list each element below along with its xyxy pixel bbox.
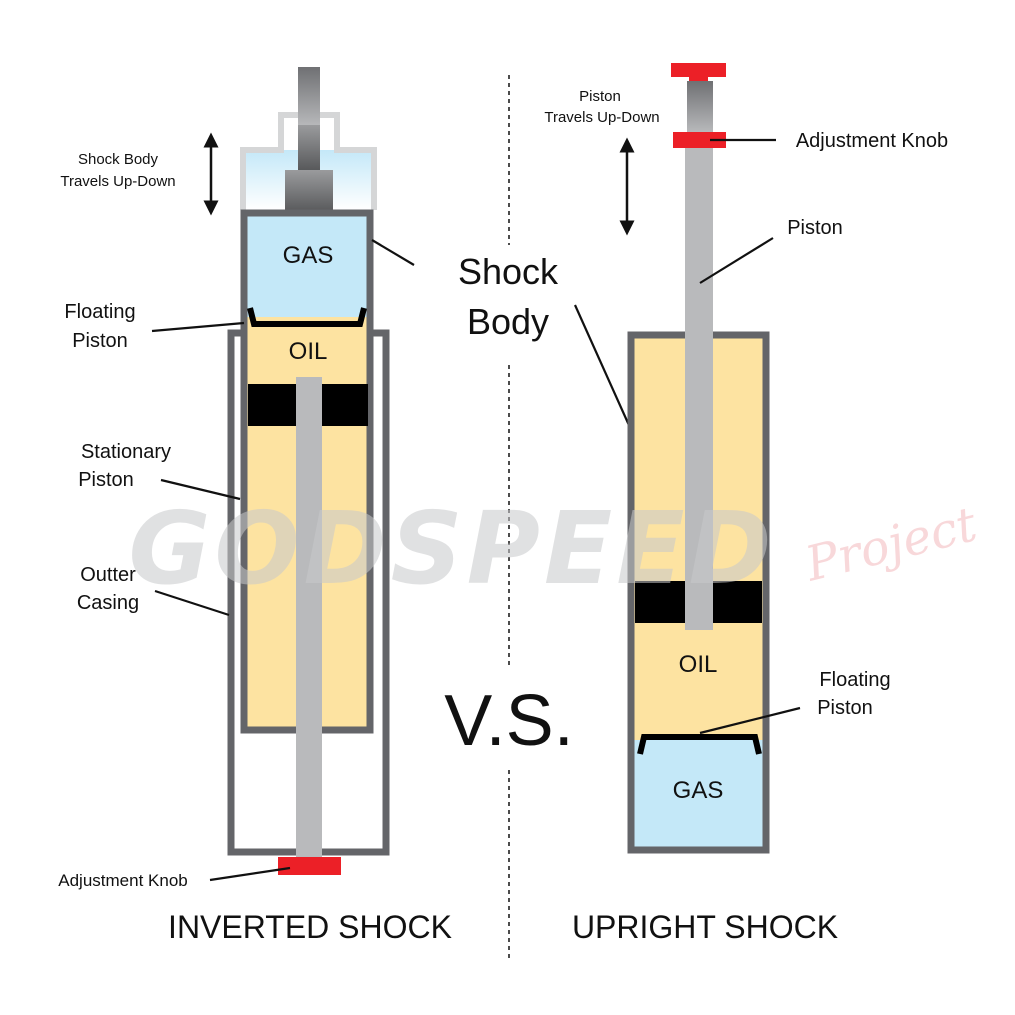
upright-oil-label: OIL bbox=[679, 651, 718, 678]
upright-adjustment-knob-label: Adjustment Knob bbox=[796, 130, 948, 152]
outter-casing-leader bbox=[154, 589, 230, 617]
upright-top-cap bbox=[671, 63, 726, 77]
upright-shock-title: UPRIGHT SHOCK bbox=[572, 909, 838, 945]
upright-gas-chamber bbox=[631, 740, 766, 850]
outter-casing-label-line1: Outter bbox=[80, 564, 136, 586]
stationary-piston-leader bbox=[160, 478, 241, 501]
upright-shock: Piston Travels Up-Down Adjustment Knob P… bbox=[544, 63, 948, 945]
inverted-floating-piston bbox=[247, 307, 367, 327]
inverted-shock: Shock Body Travels Up-Down GAS OIL Float… bbox=[58, 67, 452, 945]
upright-floating-piston-leader bbox=[699, 706, 801, 735]
stationary-piston-label-line1: Stationary bbox=[81, 441, 171, 463]
shock-body-label-line2: Body bbox=[467, 301, 549, 342]
inverted-adjustment-knob-leader bbox=[209, 866, 291, 882]
upright-travel-label-line2: Travels Up-Down bbox=[544, 109, 659, 126]
shock-body-leader-left bbox=[371, 239, 415, 266]
upright-piston-seal-right bbox=[712, 581, 762, 623]
inverted-top-stem-base bbox=[298, 125, 320, 170]
inverted-adjustment-knob bbox=[278, 857, 341, 875]
upright-piston-seal-left bbox=[635, 581, 685, 623]
inverted-floating-piston-label-line1: Floating bbox=[64, 301, 135, 323]
watermark-brand: GODSPEED bbox=[128, 490, 775, 607]
shock-body-leader-right bbox=[573, 304, 634, 433]
upright-top-stem bbox=[687, 81, 713, 133]
inverted-travel-label-line1: Shock Body bbox=[78, 151, 159, 168]
inverted-gas-label: GAS bbox=[283, 242, 334, 269]
inverted-top-stem bbox=[298, 67, 320, 127]
vs-label: V.S. bbox=[444, 681, 573, 761]
inverted-piston-rod bbox=[296, 377, 322, 861]
upright-piston-rod bbox=[685, 140, 713, 630]
upright-piston-leader bbox=[699, 237, 774, 284]
floating-piston-leader bbox=[151, 321, 245, 333]
inverted-top-mount-block bbox=[285, 170, 333, 212]
upright-floating-piston-label-line1: Floating bbox=[819, 669, 890, 691]
shared-labels: Shock Body V.S. bbox=[371, 239, 634, 761]
watermark-sub: Project bbox=[799, 496, 983, 593]
upright-top-cap-stem bbox=[689, 77, 708, 81]
shock-body-label-line1: Shock bbox=[458, 251, 559, 292]
inverted-travel-label-line2: Travels Up-Down bbox=[60, 173, 175, 190]
inverted-shock-title: INVERTED SHOCK bbox=[168, 909, 452, 945]
godspeed-watermark: GODSPEED Project bbox=[128, 490, 982, 607]
stationary-piston-seal-left bbox=[248, 384, 296, 426]
inverted-gas-chamber bbox=[244, 213, 370, 317]
upright-floating-piston bbox=[637, 734, 762, 755]
upright-floating-piston-label-line2: Piston bbox=[817, 697, 873, 719]
inverted-oil-label: OIL bbox=[289, 338, 328, 365]
stationary-piston-label-line2: Piston bbox=[78, 469, 134, 491]
upright-piston-label: Piston bbox=[787, 217, 843, 239]
inverted-floating-piston-label-line2: Piston bbox=[72, 330, 128, 352]
stationary-piston-seal-right bbox=[322, 384, 368, 426]
upright-adjustment-knob bbox=[673, 132, 726, 148]
inverted-adjustment-knob-label: Adjustment Knob bbox=[58, 871, 187, 890]
outter-casing-label-line2: Casing bbox=[77, 592, 139, 614]
upright-travel-label-line1: Piston bbox=[579, 88, 621, 105]
upright-gas-label: GAS bbox=[673, 777, 724, 804]
